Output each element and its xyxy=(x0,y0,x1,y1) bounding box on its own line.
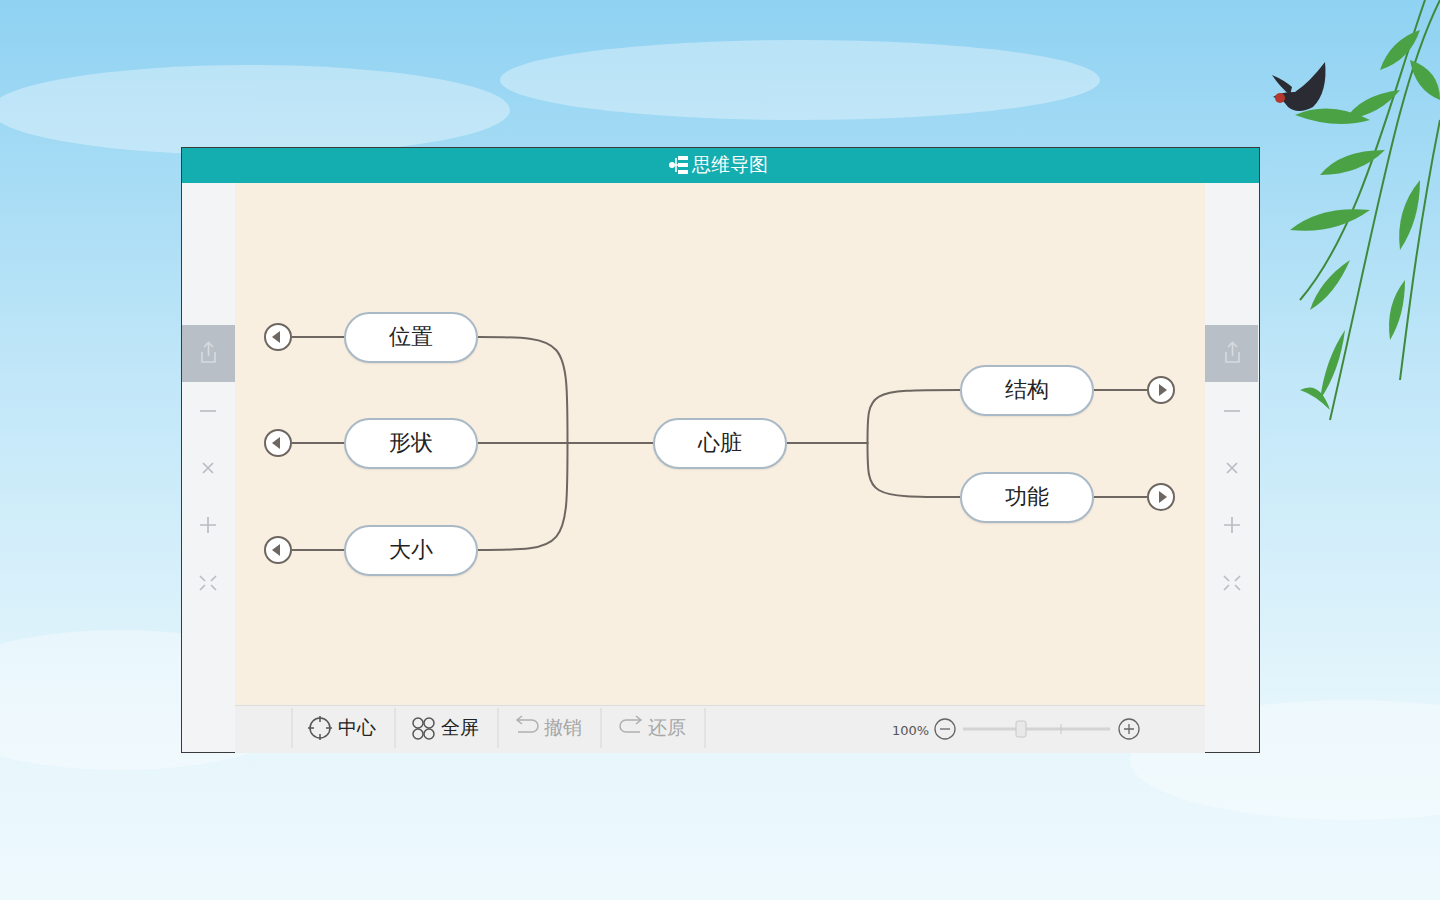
branch-connector xyxy=(787,390,960,443)
topic-text: 位置 xyxy=(389,322,433,352)
branch-connector xyxy=(787,443,960,497)
topic-node: 结构 xyxy=(960,365,1094,416)
toolbar-button-label: 撤销 xyxy=(544,715,582,741)
toolbar-button-label: 全屏 xyxy=(441,715,479,741)
branch-connector xyxy=(478,443,653,550)
toolbar-button-label: 中心 xyxy=(338,715,376,741)
topic-text: 功能 xyxy=(1005,482,1049,512)
topic-node: 位置 xyxy=(344,312,478,363)
zoom-level: 100% xyxy=(892,723,929,738)
topic-node: 心脏 xyxy=(653,418,787,469)
toolbar-button-label: 还原 xyxy=(648,715,686,741)
topic-text: 结构 xyxy=(1005,375,1049,405)
branch-connector xyxy=(478,337,653,443)
topic-text: 大小 xyxy=(389,535,433,565)
topic-node: 形状 xyxy=(344,418,478,469)
window-title: 思维导图 xyxy=(692,152,768,178)
topic-text: 形状 xyxy=(389,428,433,458)
topic-node: 大小 xyxy=(344,525,478,576)
topic-node: 功能 xyxy=(960,472,1094,523)
topic-text: 心脏 xyxy=(698,428,742,458)
